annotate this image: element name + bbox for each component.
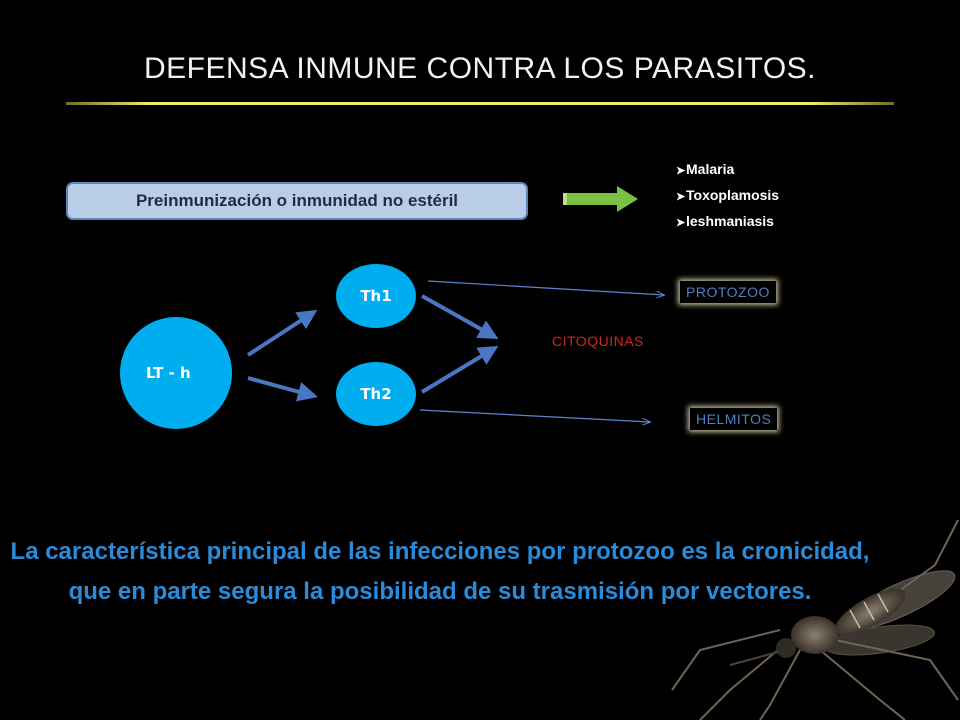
arrow-lth-to-th2: [247, 376, 318, 402]
arrow-lth-to-th1: [246, 309, 318, 357]
node-th1: Th1: [336, 264, 416, 328]
node-th2: Th2: [336, 362, 416, 426]
arrowhead-bullet-icon: ➤: [676, 191, 686, 203]
cytokines-label: CITOQUINAS: [552, 333, 644, 349]
disease-item: ➤Toxoplamosis: [676, 182, 779, 208]
protozoo-tag: PROTOZOO: [680, 281, 776, 303]
preimmunization-box: Preinmunización o inmunidad no estéril: [66, 182, 528, 220]
arrow-th1-to-cytokines: [421, 294, 499, 339]
arrow-th2-to-cytokines: [420, 345, 499, 394]
disease-label: leshmaniasis: [686, 213, 774, 229]
helmitos-tag: HELMITOS: [690, 408, 778, 430]
disease-label: Toxoplamosis: [686, 187, 780, 203]
node-th1-label: Th1: [360, 287, 392, 305]
disease-label: Malaria: [686, 161, 735, 177]
disease-list: ➤Malaria ➤Toxoplamosis ➤leshmaniasis: [676, 156, 779, 234]
arrowhead-bullet-icon: ➤: [676, 165, 686, 177]
disease-item: ➤leshmaniasis: [676, 208, 779, 234]
arrowhead-bullet-icon: ➤: [676, 217, 686, 229]
arrow-th2-to-helmitos: [419, 409, 650, 422]
disease-item: ➤Malaria: [676, 156, 779, 182]
key-statement: La característica principal de las infec…: [10, 538, 870, 605]
node-lt-h-label: LT - h: [146, 364, 191, 382]
slide-title: DEFENSA INMUNE CONTRA LOS PARASITOS.: [143, 52, 817, 85]
node-th2-label: Th2: [360, 385, 392, 403]
node-lt-h: LT - h: [120, 317, 232, 429]
mosquito-illustration: [671, 519, 959, 720]
green-arrow-icon: [563, 186, 638, 212]
arrow-th1-to-protozoo: [427, 280, 664, 295]
title-underline: [66, 102, 894, 105]
